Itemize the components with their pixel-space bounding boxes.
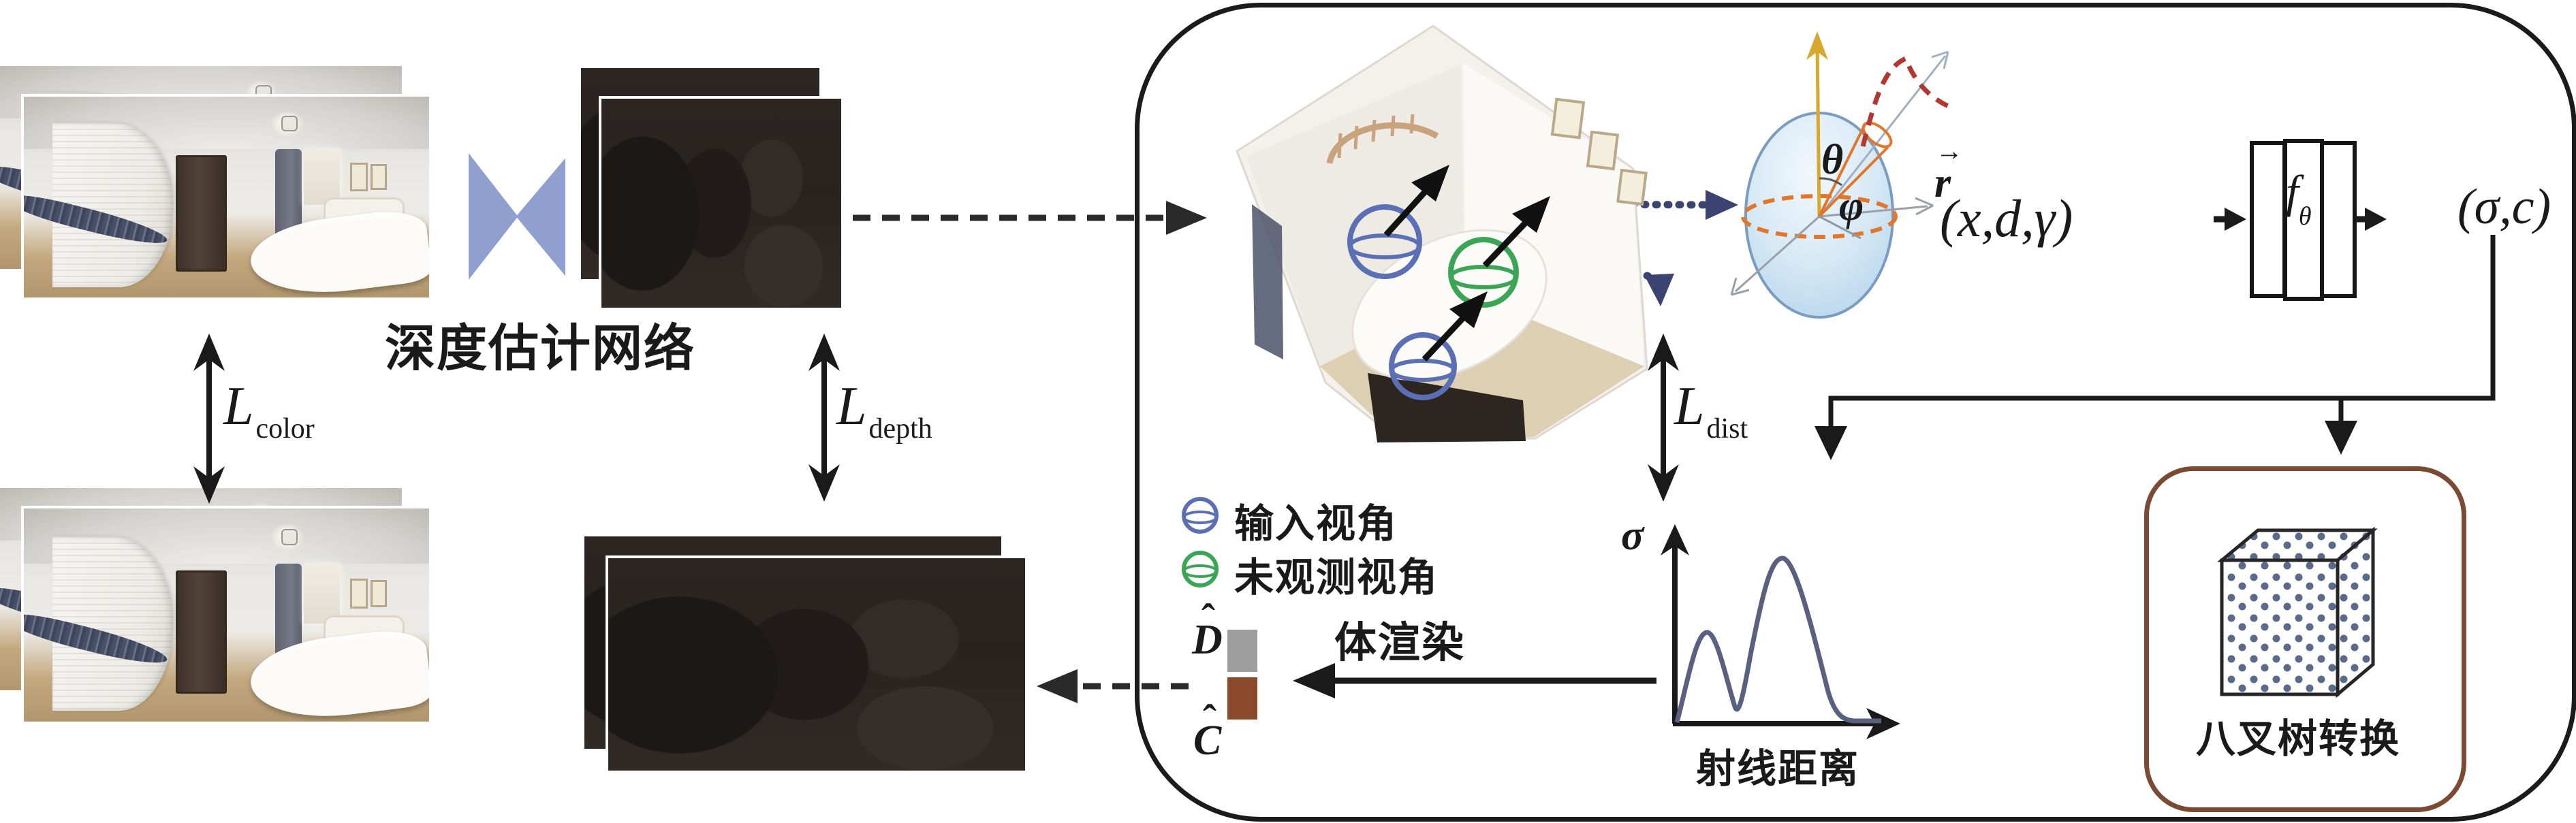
octree-label: 八叉树转换 [2196,717,2401,761]
pano-picture [349,163,368,191]
depth-swatch [1227,630,1257,672]
vector-arrow-accent: → [1936,135,1963,166]
pano-lamp-core [281,116,298,132]
pano-bed [247,206,429,297]
loss-color-symbol: L [223,376,254,436]
legend-unobserved-view-label: 未观测视角 [1234,555,1439,600]
pano-door [176,570,227,694]
color-letter: C [1193,717,1222,764]
density-ylabel: σ [1621,513,1644,559]
phi-label: φ [1839,183,1864,229]
nerf-panel-outline [1135,3,2576,822]
bowtie-left-triangle [469,153,518,280]
estimated-depth-map-front [601,99,841,308]
pano-bed [247,626,429,722]
loss-dist-symbol: L [1674,376,1705,436]
mlp-function-symbol: f [2286,165,2299,217]
loss-color-label: Lcolor [223,376,315,445]
input-panorama-front [24,97,429,297]
loss-depth-symbol: L [836,376,867,436]
mlp-function-subscript: θ [2298,202,2312,231]
mlp-function-label: fθ [2286,165,2312,231]
pano-window [303,148,341,206]
rendered-depth-map-front [608,558,1025,771]
density-xlabel: 射线距离 [1696,747,1860,791]
color-swatch [1227,677,1257,720]
loss-color-subscript: color [255,413,315,445]
bowtie-right-triangle [516,158,565,276]
pano-picture [349,579,368,609]
depth-network-bowtie-icon [469,153,565,280]
pano-picture [370,163,387,191]
legend-input-view-label: 输入视角 [1234,502,1398,546]
loss-dist-label: Ldist [1674,376,1748,445]
depth-network-label: 深度估计网络 [385,321,695,377]
mlp-output-label: (σ,c) [2457,179,2551,235]
hat-accent: ˆ [1201,596,1215,641]
volume-rendering-label: 体渲染 [1334,620,1465,666]
loss-depth-subscript: depth [868,413,932,445]
pano-window [303,564,341,624]
loss-dist-subscript: dist [1706,413,1748,445]
loss-color-arrow [193,334,225,504]
octree-box [2144,466,2466,812]
pano-door [176,155,227,272]
pano-lamp-core [281,528,298,546]
depth-letter: D [1192,617,1223,663]
theta-label: θ [1821,137,1844,183]
pano-picture [370,579,387,608]
loss-depth-label: Ldepth [836,376,932,445]
hat-accent: ˆ [1203,697,1216,742]
rendered-panorama-front [24,509,429,722]
mlp-input-label: (x,d,γ) [1940,189,2073,248]
loss-depth-arrow [808,334,840,502]
